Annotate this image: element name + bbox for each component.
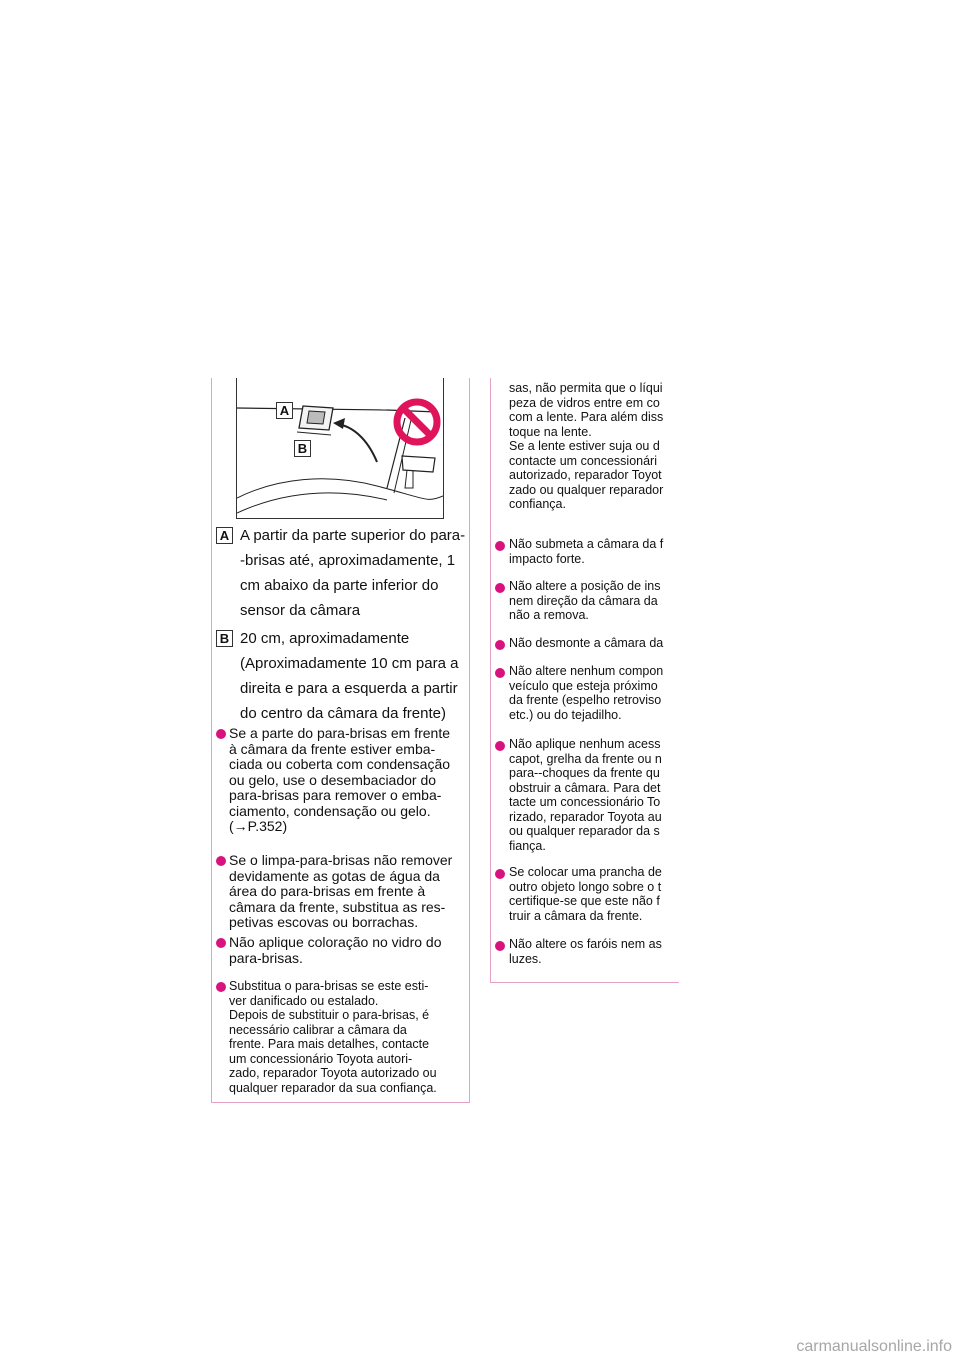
windshield-drawing <box>236 398 444 514</box>
right-bullet-2: Não altere a posição de ins nem direção … <box>509 579 661 622</box>
item-b-line-4: do centro da câmara da frente) <box>240 705 446 722</box>
left-bullet-4: Substitua o para-brisas se este esti- ve… <box>229 979 437 1095</box>
item-a-line-4: sensor da câmara <box>240 602 361 619</box>
right-bullet-5: Não aplique nenhum acess capot, grelha d… <box>509 737 662 853</box>
bullet-dot <box>495 668 505 678</box>
item-a-label: A <box>216 527 233 544</box>
item-b-line-2: (Aproximadamente 10 cm para a <box>240 655 459 672</box>
right-continuation-text: sas, não permita que o líqui peza de vid… <box>509 381 664 511</box>
item-a-line-3: cm abaixo da parte inferior do <box>240 577 439 594</box>
item-b-line-1: 20 cm, aproximadamente <box>240 630 410 647</box>
item-a-line-2: -brisas até, aproximadamente, 1 <box>240 552 456 569</box>
bullet-dot <box>495 640 505 650</box>
left-bullet-3: Não aplique coloração no vidro do para-b… <box>229 934 442 966</box>
bullet-dot <box>495 583 505 593</box>
left-column <box>211 378 470 1103</box>
bullet-dot <box>495 541 505 551</box>
bullet-dot <box>495 941 505 951</box>
item-b-line-3: direita e para a esquerda a partir <box>240 680 458 697</box>
figure-label-b: B <box>294 440 311 457</box>
bullet-dot <box>495 741 505 751</box>
right-bullet-1: Não submeta a câmara da f impacto forte. <box>509 537 664 566</box>
figure-label-a: A <box>276 402 293 419</box>
right-bullet-6: Se colocar uma prancha de outro objeto l… <box>509 865 662 923</box>
bullet-dot <box>216 856 226 866</box>
left-bullet-2: Se o limpa-para-brisas não remover devid… <box>229 852 453 930</box>
right-bullet-7: Não altere os faróis nem as luzes. <box>509 937 662 966</box>
camera-area-illustration <box>236 378 444 519</box>
right-bullet-4: Não altere nenhum compon veículo que est… <box>509 664 664 722</box>
right-column <box>490 378 679 983</box>
bullet-dot <box>216 982 226 992</box>
item-b-label: B <box>216 630 233 647</box>
bullet-dot <box>216 938 226 948</box>
bullet-dot <box>495 869 505 879</box>
site-watermark: carmanualsonline.info <box>796 1338 952 1355</box>
item-a-line-1: A partir da parte superior do para- <box>240 527 466 544</box>
bullet-dot <box>216 729 226 739</box>
left-bullet-1: Se a parte do para-brisas em frente à câ… <box>229 725 451 834</box>
right-bullet-3: Não desmonte a câmara da <box>509 636 664 650</box>
